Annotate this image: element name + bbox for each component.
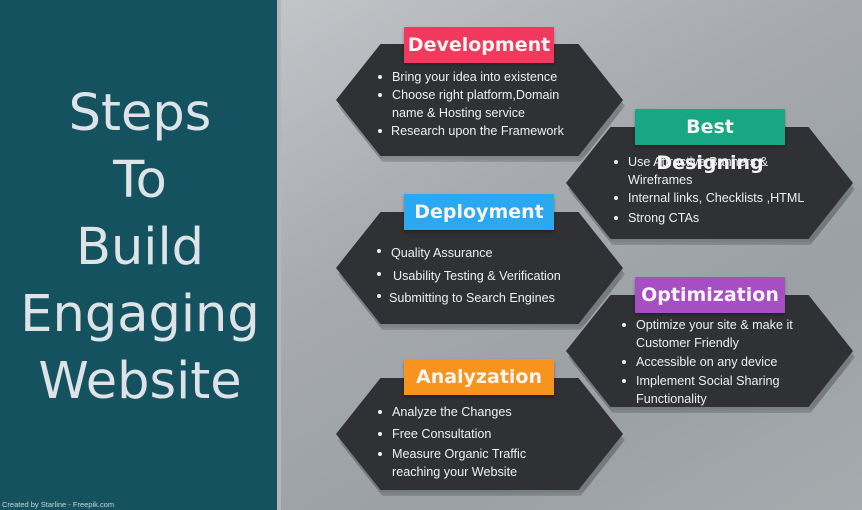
list-item: Internal links, Checklists ,HTML: [612, 189, 818, 207]
hexagon-deployment: [336, 212, 623, 324]
title-line: Steps: [68, 84, 212, 143]
step-label-development: Development: [404, 27, 554, 63]
list-item: Measure Organic Traffic reaching your We…: [376, 445, 546, 481]
step-label-analyzation: Analyzation: [404, 359, 554, 395]
title-line: To: [113, 151, 167, 210]
list-item: Implement Social Sharing Functionality: [620, 372, 790, 408]
list-item: Accessible on any device: [620, 353, 810, 371]
step-list-development: Bring your idea into existence Choose ri…: [376, 68, 576, 140]
list-item: Free Consultation: [376, 425, 556, 443]
list-item: Optimize your site & make it Customer Fr…: [620, 316, 805, 352]
step-list-analyzation: Analyze the Changes Free Consultation Me…: [376, 403, 556, 481]
hexagon-best-designing: [566, 127, 853, 239]
step-label-best-designing: Best Designing: [635, 109, 785, 174]
step-label-optimization: Optimization: [635, 277, 785, 313]
list-item: Use Attractive Banners & Wireframes: [612, 153, 792, 189]
list-item: Quality Assurance: [375, 242, 585, 265]
step-list-best-designing: Use Attractive Banners & Wireframes Inte…: [612, 153, 818, 227]
list-item: Usability Testing & Verification: [375, 265, 585, 288]
list-item: Choose right platform,Domain name & Host…: [376, 86, 576, 122]
list-item: Analyze the Changes: [376, 403, 556, 421]
page-title: Steps To Build Engaging Website: [0, 80, 280, 415]
list-item: Research upon the Framework: [376, 122, 576, 140]
hexagon-optimization: [566, 295, 853, 407]
step-list-optimization: Optimize your site & make it Customer Fr…: [620, 316, 810, 408]
list-item: Submitting to Search Engines: [375, 287, 585, 310]
list-item: Bring your idea into existence: [376, 68, 576, 86]
title-line: Build: [75, 218, 205, 277]
title-panel: [0, 0, 277, 510]
list-item: Strong CTAs: [612, 209, 818, 227]
credit-text: Created by Starline - Freepik.com: [2, 500, 115, 509]
panel-divider: [277, 0, 281, 510]
title-line: Engaging: [20, 285, 260, 344]
step-list-deployment: Quality Assurance Usability Testing & Ve…: [375, 242, 585, 310]
title-line: Website: [38, 352, 242, 411]
step-label-deployment: Deployment: [404, 194, 554, 230]
hexagon-analyzation: [336, 378, 623, 490]
